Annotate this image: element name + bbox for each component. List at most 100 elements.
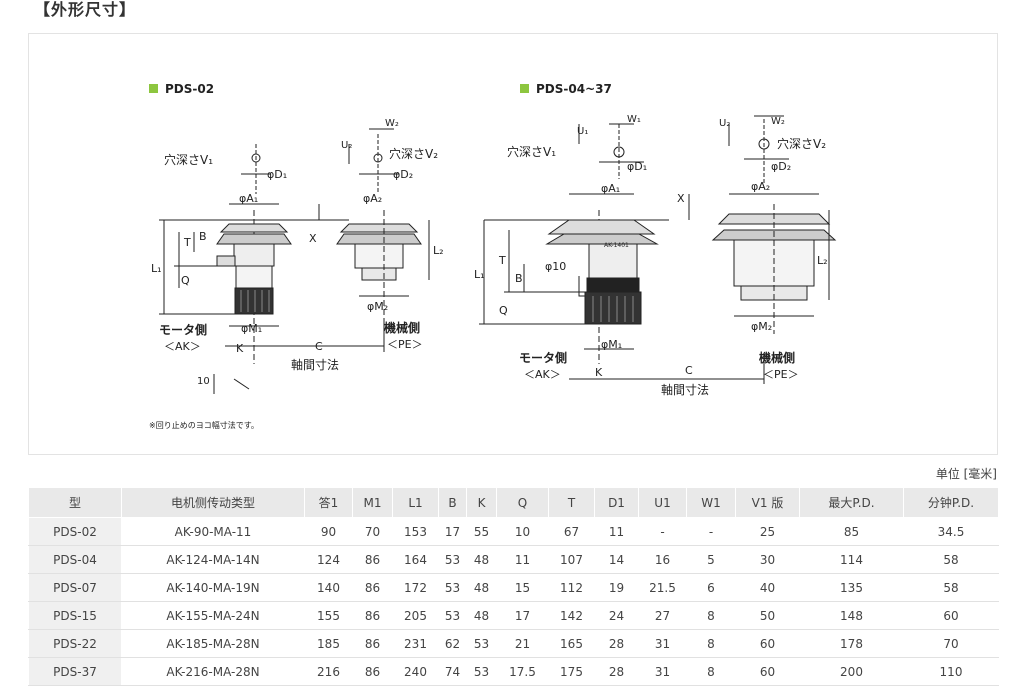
col-header: W1	[686, 487, 736, 518]
dimension-drawing-panel: PDS-02 PDS-04~37 穴深さV₁ φD₁ φA₁ T B Q L₁ …	[28, 33, 998, 455]
label-ak: ＜AK＞	[524, 368, 561, 381]
label-d1: φD₁	[267, 168, 287, 181]
label-x: X	[677, 192, 685, 205]
col-header: 型	[28, 487, 122, 518]
col-header: T	[548, 487, 595, 518]
table-cell: PDS-37	[28, 657, 122, 686]
drawing-note: ※回り止めのヨコ幅寸法です。	[149, 420, 259, 430]
label-a1: φA₁	[239, 192, 258, 205]
label-u2: U₂	[341, 140, 352, 151]
table-cell: 21	[496, 629, 549, 658]
table-cell: 86	[352, 657, 393, 686]
table-cell: 70	[352, 517, 393, 546]
col-header: 分钟P.D.	[903, 487, 999, 518]
table-cell: 200	[799, 657, 904, 686]
table-header-row: 型 电机侧传动类型 答1 M1 L1 B K Q T D1 U1 W1 V1 版…	[28, 487, 999, 518]
table-cell: 25	[735, 517, 800, 546]
table-cell: 86	[352, 573, 393, 602]
label-motor-side: モータ側	[159, 322, 207, 337]
table-cell: 90	[304, 517, 353, 546]
table-cell: 58	[903, 545, 999, 574]
label-a1: φA₁	[601, 182, 620, 195]
table-cell: PDS-15	[28, 601, 122, 630]
table-cell: 231	[392, 629, 439, 658]
table-cell: 53	[438, 601, 467, 630]
table-cell: 17	[438, 517, 467, 546]
table-cell: 165	[548, 629, 595, 658]
label-motor-side: モータ側	[519, 350, 567, 365]
label-u1: U₁	[577, 126, 588, 137]
table-cell: 21.5	[638, 573, 687, 602]
label-l1: L₁	[474, 268, 485, 281]
table-cell: 8	[686, 601, 736, 630]
table-cell: 62	[438, 629, 467, 658]
label-hole-depth-v2: 穴深さV₂	[389, 146, 438, 161]
table-cell: PDS-07	[28, 573, 122, 602]
spec-table: 型 电机侧传动类型 答1 M1 L1 B K Q T D1 U1 W1 V1 版…	[28, 487, 999, 686]
label-w2: W₂	[771, 116, 785, 127]
table-cell: 140	[304, 573, 353, 602]
table-cell: 70	[903, 629, 999, 658]
table-cell: 48	[466, 545, 497, 574]
table-cell: 10	[496, 517, 549, 546]
table-cell: 31	[638, 629, 687, 658]
table-cell: 142	[548, 601, 595, 630]
table-cell: 216	[304, 657, 353, 686]
table-cell: 175	[548, 657, 595, 686]
col-header: 答1	[304, 487, 353, 518]
col-header: M1	[352, 487, 393, 518]
label-axis-distance: 軸間寸法	[291, 358, 339, 372]
table-cell: PDS-22	[28, 629, 122, 658]
label-w2: W₂	[385, 118, 399, 129]
table-cell: 30	[735, 545, 800, 574]
label-w1: W₁	[627, 114, 641, 125]
accent-square	[520, 84, 529, 93]
left-heading: PDS-02	[165, 82, 214, 96]
table-cell: 107	[548, 545, 595, 574]
table-cell: 85	[799, 517, 904, 546]
table-cell: 58	[903, 573, 999, 602]
label-axis-distance: 軸間寸法	[661, 383, 709, 397]
label-machine-side: 機械側	[384, 320, 420, 335]
table-cell: 11	[496, 545, 549, 574]
label-a2: φA₂	[363, 192, 382, 205]
col-header: Q	[496, 487, 549, 518]
table-cell: AK-124-MA-14N	[121, 545, 305, 574]
table-cell: 86	[352, 601, 393, 630]
table-cell: 14	[594, 545, 639, 574]
table-cell: AK-185-MA-28N	[121, 629, 305, 658]
accent-square	[149, 84, 158, 93]
label-l1: L₁	[151, 262, 162, 275]
table-cell: 34.5	[903, 517, 999, 546]
table-cell: 135	[799, 573, 904, 602]
label-pe: ＜PE＞	[763, 368, 799, 381]
table-cell: 114	[799, 545, 904, 574]
label-pe: ＜PE＞	[387, 338, 423, 351]
label-c: C	[315, 340, 323, 353]
label-l2: L₂	[433, 244, 444, 257]
table-cell: 24	[594, 601, 639, 630]
label-k: K	[595, 366, 603, 379]
label-q: Q	[181, 274, 190, 287]
table-cell: 172	[392, 573, 439, 602]
table-cell: 74	[438, 657, 467, 686]
label-x: X	[309, 232, 317, 245]
table-cell: 86	[352, 629, 393, 658]
col-header: 电机侧传动类型	[121, 487, 305, 518]
table-cell: 53	[438, 573, 467, 602]
label-l2: L₂	[817, 254, 828, 267]
table-cell: 155	[304, 601, 353, 630]
dimension-drawing: PDS-02 PDS-04~37 穴深さV₁ φD₁ φA₁ T B Q L₁ …	[149, 82, 837, 430]
table-cell: PDS-04	[28, 545, 122, 574]
label-d2: φD₂	[393, 168, 413, 181]
table-cell: 53	[438, 545, 467, 574]
table-cell: 205	[392, 601, 439, 630]
label-machine-side: 機械側	[759, 350, 795, 365]
label-hole-depth-v2: 穴深さV₂	[777, 136, 826, 151]
table-cell: 16	[638, 545, 687, 574]
table-cell: 8	[686, 629, 736, 658]
col-header: D1	[594, 487, 639, 518]
